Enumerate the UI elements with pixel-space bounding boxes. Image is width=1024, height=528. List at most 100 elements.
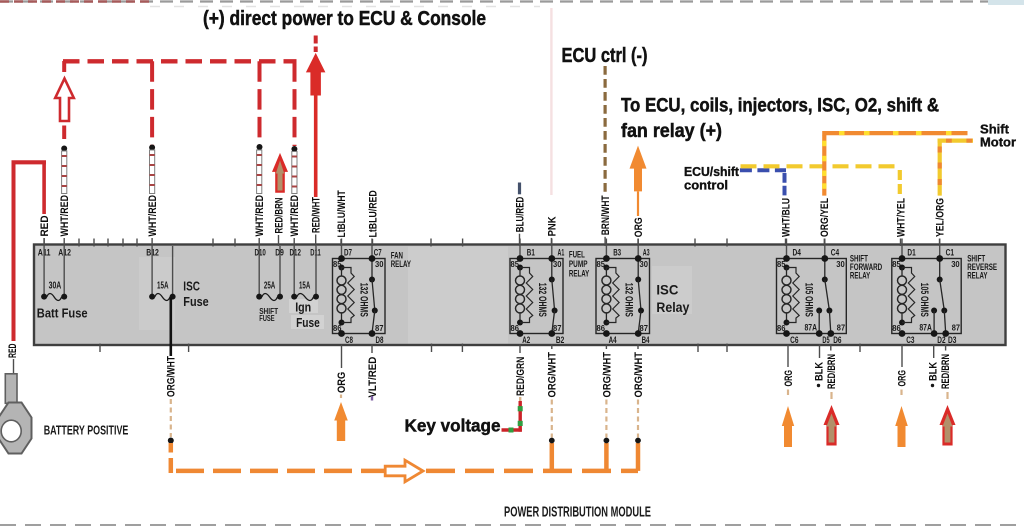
svg-text:A1: A1 [558,248,565,259]
svg-text:C4: C4 [831,248,840,259]
svg-text:87: 87 [837,323,846,333]
svg-text:B2: B2 [556,335,564,346]
svg-text:87A: 87A [919,323,932,333]
svg-text:SHIFT: SHIFT [259,307,278,316]
svg-text:Key voltage: Key voltage [405,416,501,436]
svg-text:D2: D2 [937,335,945,346]
svg-text:FAN: FAN [391,251,403,262]
svg-text:WHT/RED: WHT/RED [59,195,71,237]
svg-text:30A: 30A [49,281,62,292]
svg-text:85: 85 [597,259,606,269]
svg-text:PUMP: PUMP [569,259,588,270]
svg-text:WHT/RED: WHT/RED [147,195,159,237]
svg-text:86: 86 [511,323,520,333]
svg-text:B1: B1 [527,248,535,259]
svg-text:D6: D6 [833,335,841,346]
svg-text:15A: 15A [157,281,169,292]
svg-text:LtBLU/RED: LtBLU/RED [367,190,379,237]
svg-text:Motor: Motor [980,135,1016,150]
svg-text:C1: C1 [946,248,955,259]
svg-text:SHIFT: SHIFT [967,254,985,265]
svg-text:LtBLU/WHT: LtBLU/WHT [336,190,348,238]
svg-text:86: 86 [892,323,901,333]
svg-text:132 OHMS: 132 OHMS [358,283,370,317]
svg-text:WHT/BLU: WHT/BLU [780,198,792,237]
svg-text:C7: C7 [374,248,382,259]
svg-text:ORG: ORG [633,217,645,237]
svg-text:RELAY: RELAY [967,271,988,282]
svg-text:87: 87 [952,323,961,333]
svg-text:VLT/RED: VLT/RED [367,357,379,398]
svg-text:Batt Fuse: Batt Fuse [37,306,88,321]
svg-text:Fuse: Fuse [296,315,320,330]
svg-text:105 OHMS: 105 OHMS [803,283,815,317]
svg-text:ORG/WHT: ORG/WHT [166,356,178,397]
svg-text:105 OHMS: 105 OHMS [918,283,930,317]
svg-text:C8: C8 [345,335,353,346]
svg-text:87A: 87A [805,323,818,333]
svg-text:RED/WHT: RED/WHT [311,197,323,233]
svg-text:FORWARD: FORWARD [850,262,882,273]
svg-text:BLU/RED: BLU/RED [514,197,526,233]
svg-text:RELAY: RELAY [569,269,590,280]
svg-text:RED/BRN: RED/BRN [273,197,285,233]
svg-text:85: 85 [333,259,342,269]
svg-text:D10: D10 [255,248,266,259]
svg-text:BLK: BLK [927,362,939,381]
svg-text:ISC: ISC [656,283,678,298]
svg-text:85: 85 [511,259,520,269]
svg-text:WHT/RED: WHT/RED [289,195,301,237]
svg-text:FUEL: FUEL [569,250,585,261]
svg-text:85: 85 [892,259,901,269]
svg-text:ORG/YEL: ORG/YEL [819,198,831,237]
svg-text:POWER DISTRIBUTION MODULE: POWER DISTRIBUTION MODULE [504,504,651,520]
svg-text:C3: C3 [906,335,914,346]
svg-text:BLK: BLK [813,362,825,381]
svg-text:D3: D3 [948,335,956,346]
svg-text:30: 30 [553,259,562,269]
svg-text:86: 86 [333,323,342,333]
svg-text:D8: D8 [376,335,384,346]
svg-text:86: 86 [777,323,786,333]
svg-text:85: 85 [777,259,786,269]
svg-text:RED: RED [39,215,51,236]
svg-text:30: 30 [951,259,960,269]
svg-text:BRN/WHT: BRN/WHT [600,195,612,235]
svg-text:ORG/WHT: ORG/WHT [547,352,559,398]
svg-text:REVERSE: REVERSE [967,262,997,273]
svg-text:86: 86 [597,323,606,333]
svg-text:fan relay (+): fan relay (+) [621,120,722,142]
svg-text:ORG: ORG [336,372,348,393]
svg-text:B4: B4 [642,335,650,346]
svg-text:30: 30 [375,259,384,269]
svg-text:To ECU, coils, injectors, ISC,: To ECU, coils, injectors, ISC, O2, shift… [621,95,939,117]
svg-text:ECU ctrl (-): ECU ctrl (-) [562,45,648,67]
svg-text:RED/GRN: RED/GRN [515,357,527,396]
svg-text:WHT/YEL: WHT/YEL [895,198,907,237]
svg-text:25A: 25A [264,281,275,292]
svg-text:D5: D5 [822,335,830,346]
svg-text:ORG/WHT: ORG/WHT [633,352,645,398]
svg-text:SHIFT: SHIFT [850,254,868,265]
svg-text:A3: A3 [643,248,650,259]
svg-text:RELAY: RELAY [391,259,412,270]
svg-text:30: 30 [836,259,845,269]
svg-text:RED/BRN: RED/BRN [826,354,838,389]
svg-text:D4: D4 [793,248,802,259]
svg-text:ORG: ORG [896,370,908,387]
svg-text:BATTERY POSITIVE: BATTERY POSITIVE [44,423,129,438]
svg-text:C6: C6 [790,335,798,346]
svg-text:A2: A2 [522,335,530,346]
svg-text:132 OHMS: 132 OHMS [536,283,548,317]
svg-text:Ign: Ign [295,300,311,315]
svg-text:87: 87 [553,323,562,333]
svg-text:WHT/RED: WHT/RED [254,195,266,237]
svg-text:FUSE: FUSE [259,314,275,323]
svg-text:Fuse: Fuse [183,294,208,309]
svg-text:87: 87 [640,323,649,333]
svg-text:B3: B3 [613,248,621,259]
svg-text:YEL/ORG: YEL/ORG [934,198,946,237]
svg-text:RED: RED [7,343,19,358]
svg-text:15A: 15A [299,281,310,292]
svg-text:30: 30 [640,259,649,269]
